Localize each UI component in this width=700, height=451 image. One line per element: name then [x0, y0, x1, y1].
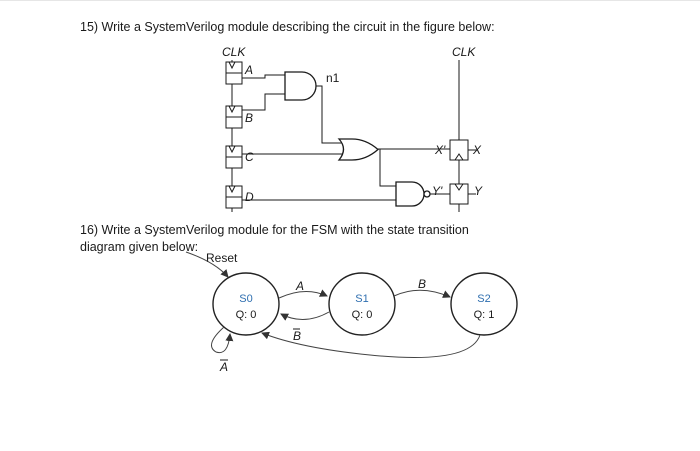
state-s2-output: Q: 1	[474, 309, 495, 321]
x-label: X	[472, 143, 482, 157]
flipflop-a: A	[225, 61, 253, 85]
state-s0-output: Q: 0	[236, 309, 257, 321]
wire-b-and	[242, 93, 285, 111]
clk-label-right: CLK	[452, 45, 476, 59]
flipflop-d: D	[225, 185, 254, 209]
flipflop-c: C	[225, 145, 254, 169]
state-s0-name: S0	[239, 293, 252, 305]
transition-s1-s0-label: B	[293, 329, 301, 343]
wire-n1	[316, 85, 343, 144]
transition-s0-s1-label: A	[295, 279, 304, 293]
state-s1-name: S1	[355, 293, 368, 305]
y-prime-label: Y'	[432, 184, 443, 198]
transition-s1-s2	[393, 289, 451, 298]
flipflop-b: B	[225, 105, 253, 129]
or-gate	[337, 138, 379, 161]
transition-s0-self	[211, 326, 234, 354]
state-s2: S2 Q: 1	[450, 272, 518, 336]
question-16-text: 16) Write a SystemVerilog module for the…	[80, 223, 469, 254]
transition-s1-s2-label: B	[418, 277, 426, 291]
reset-label: Reset	[206, 251, 238, 265]
flipflop-y	[449, 183, 476, 205]
top-border	[0, 0, 700, 4]
input-a-label: A	[244, 63, 253, 77]
state-s1: S1 Q: 0	[328, 272, 396, 336]
transition-s0-self-label: A	[219, 360, 228, 374]
clk-label-left: CLK	[222, 45, 246, 59]
wire-a-and	[242, 74, 285, 79]
flipflop-x	[449, 139, 478, 161]
n1-label: n1	[326, 71, 340, 85]
y-label: Y	[474, 184, 483, 198]
state-s2-name: S2	[477, 293, 490, 305]
reset-arrow	[185, 251, 229, 278]
input-c-label: C	[245, 150, 254, 164]
wire-or-nand	[379, 149, 396, 187]
x-prime-label: X'	[434, 143, 446, 157]
question-15-text: 15) Write a SystemVerilog module describ…	[80, 20, 495, 34]
transition-s1-s0	[280, 311, 330, 321]
and-gate	[284, 71, 317, 101]
state-s1-output: Q: 0	[352, 309, 373, 321]
transition-s2-s0	[261, 331, 481, 358]
input-d-label: D	[245, 190, 254, 204]
transition-s0-s1	[278, 289, 328, 299]
input-b-label: B	[245, 111, 253, 125]
state-s0: S0 Q: 0	[212, 272, 280, 336]
